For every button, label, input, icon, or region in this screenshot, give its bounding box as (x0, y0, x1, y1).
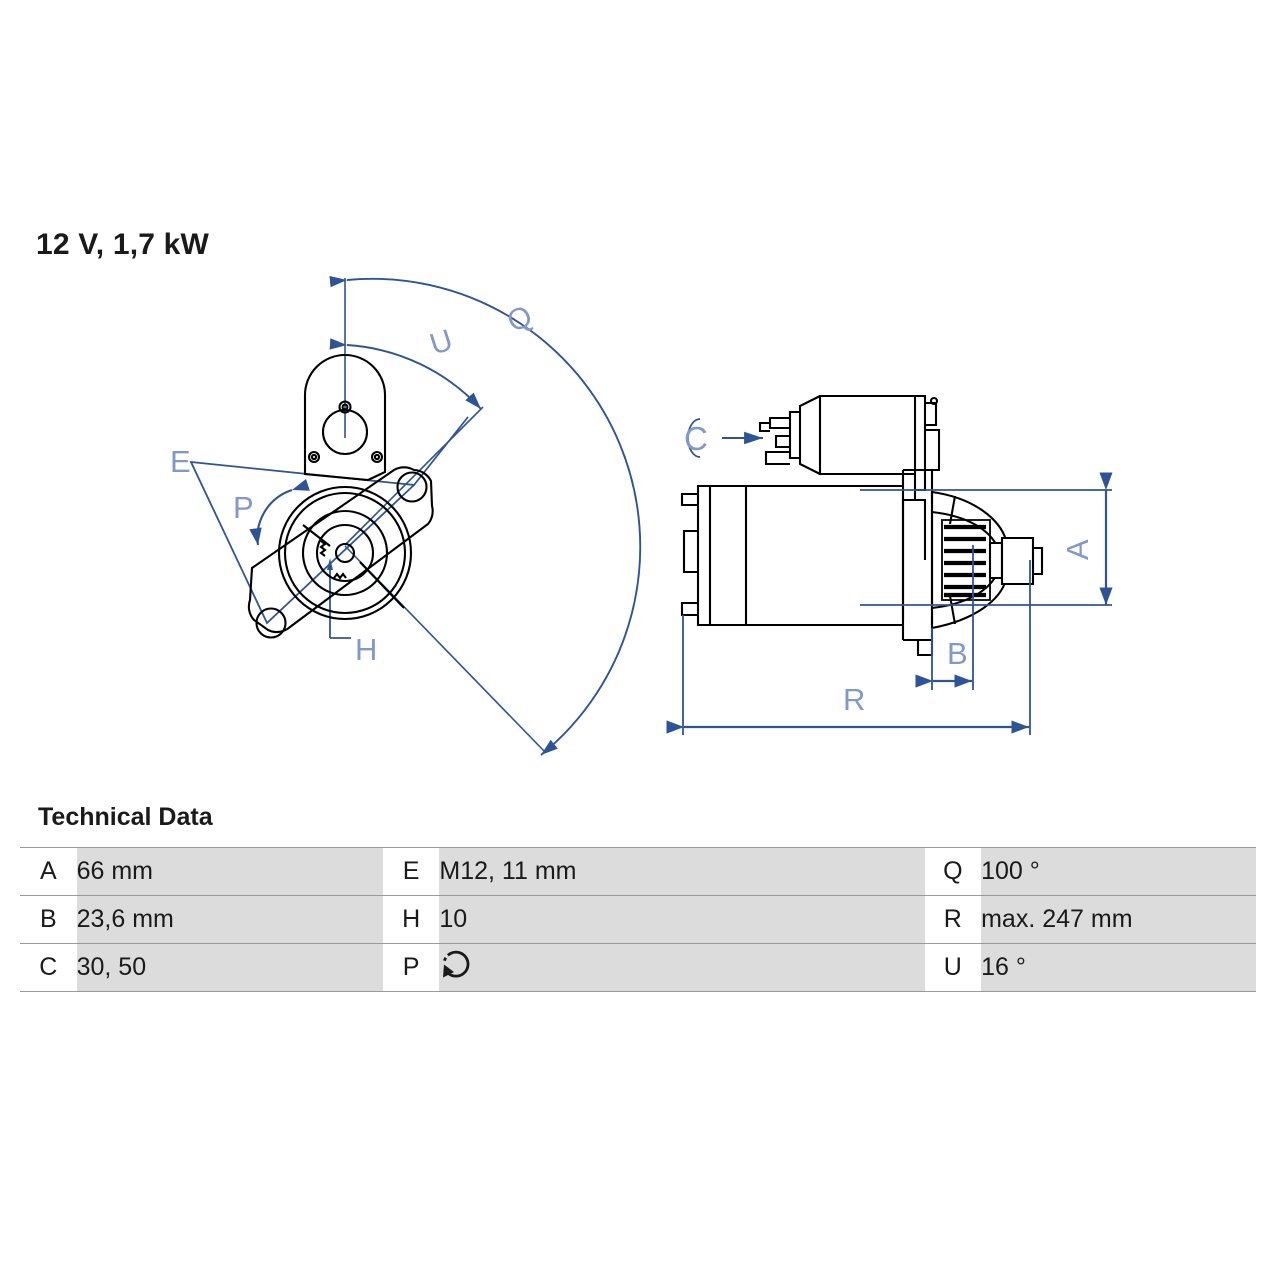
drawing-canvas: Q U E P (170, 275, 1113, 756)
row-key-r: R (924, 895, 982, 944)
row-key-b: B (20, 895, 77, 944)
row-value-q: 100 ° (981, 847, 1256, 896)
row-key-c: C (20, 943, 77, 992)
row-value-e: M12, 11 mm (439, 847, 925, 896)
table-row: A 66 mm E M12, 11 mm Q 100 ° (20, 847, 1256, 896)
row-key-a: A (20, 847, 77, 896)
label-p: P (233, 490, 254, 525)
row-value-c: 30, 50 (76, 943, 383, 992)
svg-text:Q: Q (502, 299, 538, 339)
label-q: Q (502, 299, 538, 339)
row-value-r: max. 247 mm (981, 895, 1256, 944)
angle-u-dimension (329, 338, 484, 546)
svg-text:U: U (426, 324, 457, 362)
rotation-direction-arrow-p (249, 478, 310, 546)
mounting-hole-callout-e (189, 460, 417, 625)
row-key-e: E (382, 847, 440, 896)
dimension-r (666, 560, 1031, 735)
label-b: B (947, 636, 968, 671)
label-c-text: C (684, 420, 708, 457)
row-value-p (439, 943, 925, 992)
front-view-outline (247, 353, 434, 639)
row-value-b: 23,6 mm (76, 895, 383, 944)
tooth-count-callout-h (327, 558, 351, 639)
row-value-h: 10 (439, 895, 925, 944)
row-key-u: U (924, 943, 982, 992)
row-key-h: H (382, 895, 440, 944)
technical-data-table: A 66 mm E M12, 11 mm Q 100 ° B 23,6 mm H… (20, 847, 1256, 992)
label-h: H (355, 632, 377, 667)
row-key-p: P (382, 943, 440, 992)
row-key-q: Q (924, 847, 982, 896)
table-row: C 30, 50 P (20, 943, 1256, 992)
angle-q-dimension (329, 275, 642, 756)
technical-data-heading: Technical Data (38, 803, 213, 831)
label-r: R (843, 682, 865, 717)
label-u: U (426, 324, 457, 362)
ccw-rotation-icon (439, 948, 473, 982)
row-value-a: 66 mm (76, 847, 383, 896)
table-row: B 23,6 mm H 10 R max. 247 mm (20, 895, 1256, 944)
label-e: E (170, 444, 191, 479)
dimension-b (915, 545, 974, 690)
label-a: A (1060, 539, 1095, 560)
e-leader-extension (413, 416, 469, 486)
side-view-group: C (666, 394, 1113, 735)
front-view-group: Q U E P (170, 275, 642, 756)
row-value-u: 16 ° (981, 943, 1256, 992)
dimension-a (860, 472, 1113, 606)
terminal-callout-c (687, 418, 763, 458)
side-view-outline (680, 394, 1044, 657)
page-title: 12 V, 1,7 kW (36, 228, 210, 261)
